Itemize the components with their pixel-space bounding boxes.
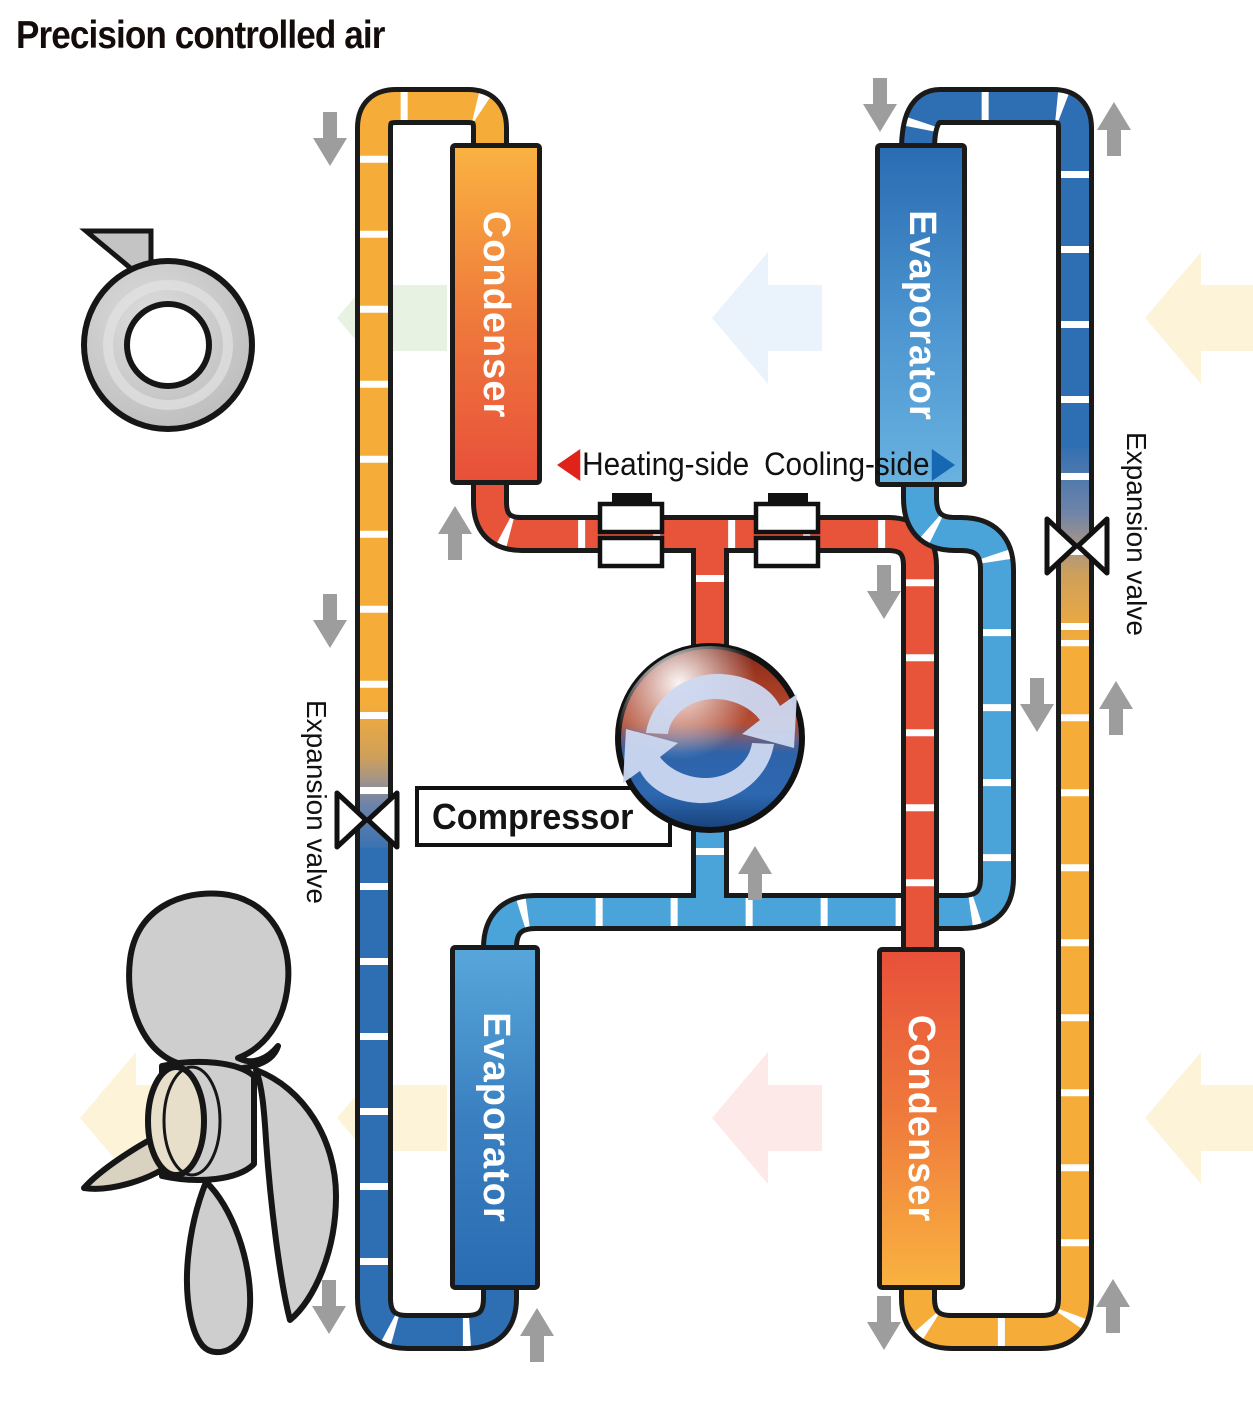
compressor-cycle-icon bbox=[615, 643, 805, 833]
compressor-label-plate bbox=[415, 786, 672, 847]
side-legend: Heating-side Cooling-side bbox=[557, 446, 955, 483]
propeller-fan-icon bbox=[81, 890, 339, 1356]
condenser-top-left-box: Condenser bbox=[450, 143, 542, 485]
heating-side-triangle-icon bbox=[557, 448, 581, 481]
solenoid-valve-icon-cooling bbox=[753, 493, 821, 569]
page-title: Precision controlled air bbox=[16, 14, 385, 57]
heating-side-label: Heating-side bbox=[582, 446, 750, 482]
expansion-valve-right-label: Expansion valve bbox=[1121, 432, 1152, 636]
blower-fan-icon bbox=[79, 228, 255, 432]
cooling-side-label: Cooling-side bbox=[764, 446, 930, 482]
compressor-label: Compressor bbox=[432, 796, 634, 837]
expansion-valve-left-label: Expansion valve bbox=[301, 700, 332, 904]
expansion-valve-icon-right bbox=[1044, 516, 1110, 576]
condenser-bottom-right-box: Condenser bbox=[877, 947, 965, 1290]
evaporator-bottom-left-label: Evaporator bbox=[474, 1012, 517, 1223]
cooling-side-triangle-icon bbox=[931, 448, 955, 481]
evaporator-top-right-label: Evaporator bbox=[900, 209, 943, 421]
condenser-bottom-right-label: Condenser bbox=[900, 1014, 943, 1223]
evaporator-bottom-left-box: Evaporator bbox=[450, 945, 540, 1290]
condenser-top-left-label: Condenser bbox=[475, 210, 518, 418]
expansion-valve-icon-left bbox=[334, 790, 400, 850]
solenoid-valve-icon-heating bbox=[597, 493, 665, 569]
evaporator-top-right-box: Evaporator bbox=[875, 143, 967, 487]
